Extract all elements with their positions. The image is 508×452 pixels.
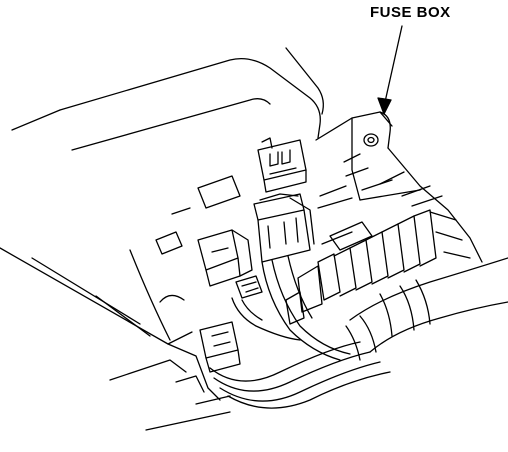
dash-panel-outline [11,47,324,151]
callout-arrow [377,25,403,115]
cable-sheath [345,257,508,361]
panel-brackets [155,175,353,255]
lower-panel [0,247,231,431]
left-connector [197,229,263,299]
main-connector [253,193,315,263]
fuse-box [315,111,483,263]
lower-connector [199,321,241,373]
mounting-bolt [363,133,379,147]
wire-harness [209,255,391,409]
fuse-slots [285,209,437,325]
fuse-box-label: FUSE BOX [370,4,451,21]
upper-connector [257,137,307,193]
